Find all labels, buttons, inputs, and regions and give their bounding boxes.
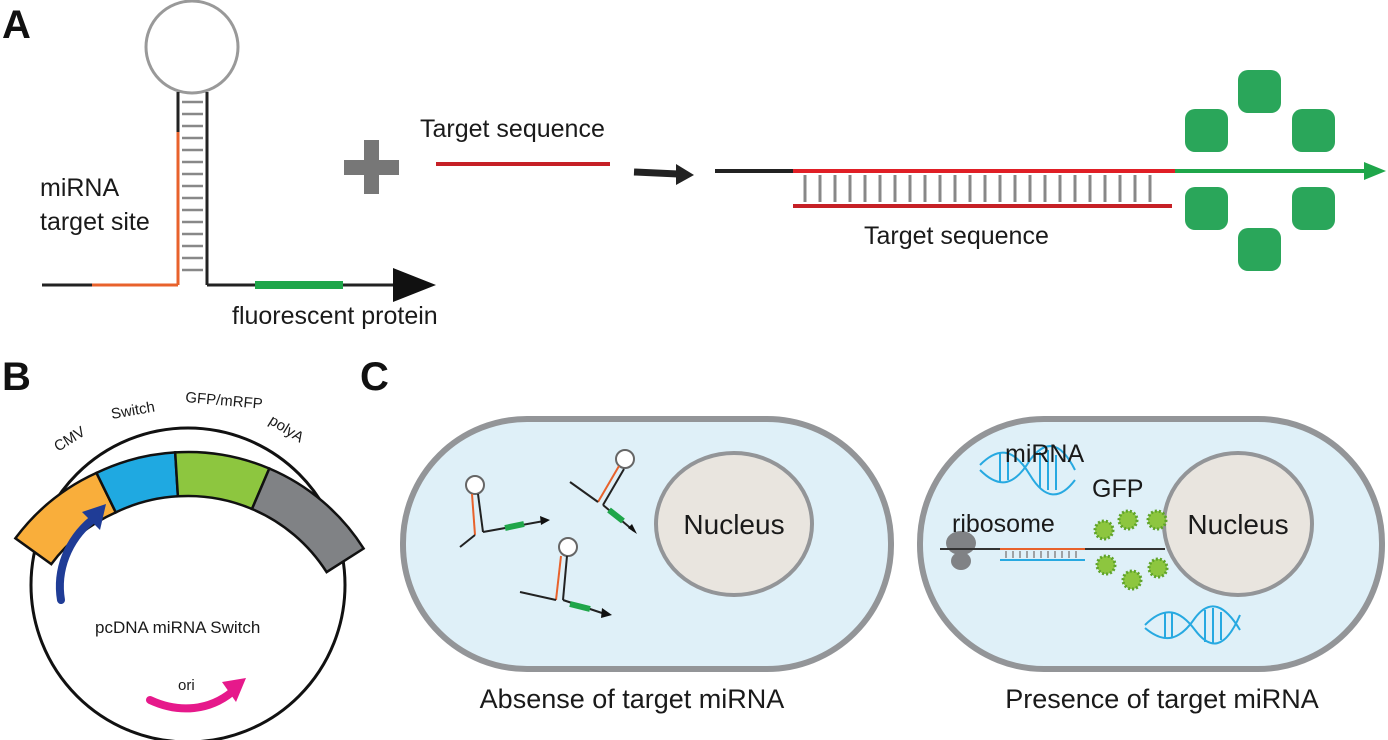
mini-switch	[569, 449, 637, 534]
ori-label: ori	[178, 677, 195, 694]
gfp-molecule	[1147, 557, 1169, 579]
gfp-molecule	[1093, 519, 1115, 541]
gfp-molecule	[1121, 569, 1143, 591]
plasmid-name: pcDNA miRNA Switch	[95, 618, 260, 637]
cell-left	[400, 416, 894, 672]
duplex-pairs-small	[1005, 551, 1077, 558]
cmv-label: CMV	[51, 423, 88, 455]
promoter-arrow-shaft	[56, 516, 96, 604]
ori-arrow-shaft	[146, 688, 236, 713]
polya-label: polyA	[266, 412, 307, 446]
panel-c-letter: C	[360, 355, 389, 399]
protein-square	[1238, 70, 1281, 113]
reaction-arrow-icon	[676, 164, 694, 185]
gfp-label: GFP	[1092, 475, 1143, 503]
mirna-label: miRNA	[1005, 440, 1084, 468]
target-sequence-label-bottom: Target sequence	[864, 222, 1049, 250]
ori-arrow-icon	[222, 678, 246, 702]
reaction-arrow-shaft	[633, 168, 679, 178]
gfp-mrfp-label: GFP/mRFP	[185, 389, 264, 413]
plasmid-segments	[13, 450, 366, 574]
protein-square	[1185, 187, 1228, 230]
protein-square	[1185, 109, 1228, 152]
mirna-helix-icon	[979, 445, 1076, 496]
mini-switch	[459, 475, 550, 548]
mini-switch	[519, 537, 612, 618]
gfp-molecule	[1146, 509, 1168, 531]
nucleus-left	[654, 451, 814, 597]
target-sequence-label-top: Target sequence	[420, 115, 605, 143]
panel-c: C Nucleus	[360, 355, 1385, 714]
fluorescent-proteins	[1185, 70, 1335, 271]
nucleus-right-label: Nucleus	[1187, 509, 1288, 540]
panel-a-letter: A	[2, 3, 31, 47]
gfp-molecule	[1117, 509, 1139, 531]
mirna-helix-icon	[1144, 605, 1241, 645]
promoter-arrow-icon	[82, 504, 106, 530]
panel-b: B CMV Switch GFP/mRFP polyA pcDNA miRNA …	[2, 355, 366, 740]
segment-polya	[250, 466, 366, 574]
arrow-head-icon	[393, 268, 436, 302]
switch-label: Switch	[110, 399, 156, 423]
duplex-base-pairs	[803, 175, 1152, 202]
protein-square	[1292, 187, 1335, 230]
mirna-target-site-label-2: target site	[40, 208, 150, 236]
duplex-arrow-icon	[1364, 162, 1386, 180]
fluorescent-protein-label: fluorescent protein	[232, 302, 438, 330]
plasmid-circle	[29, 426, 347, 740]
stem-base-pairs	[182, 100, 203, 272]
gfp-molecules	[1093, 509, 1169, 591]
panel-a: A miRNA target site fluorescent protein	[2, 0, 1386, 330]
mirna-target-site-label-1: miRNA	[40, 174, 119, 202]
panel-b-letter: B	[2, 355, 31, 399]
gfp-molecule	[1095, 554, 1117, 576]
ribosome-label: ribosome	[952, 510, 1055, 538]
caption-right: Presence of target miRNA	[1005, 684, 1319, 714]
protein-square	[1292, 109, 1335, 152]
protein-square	[1238, 228, 1281, 271]
nucleus-left-label: Nucleus	[683, 509, 784, 540]
plus-icon	[344, 140, 399, 194]
hairpin-loop	[144, 0, 240, 95]
caption-left: Absense of target miRNA	[480, 684, 785, 714]
